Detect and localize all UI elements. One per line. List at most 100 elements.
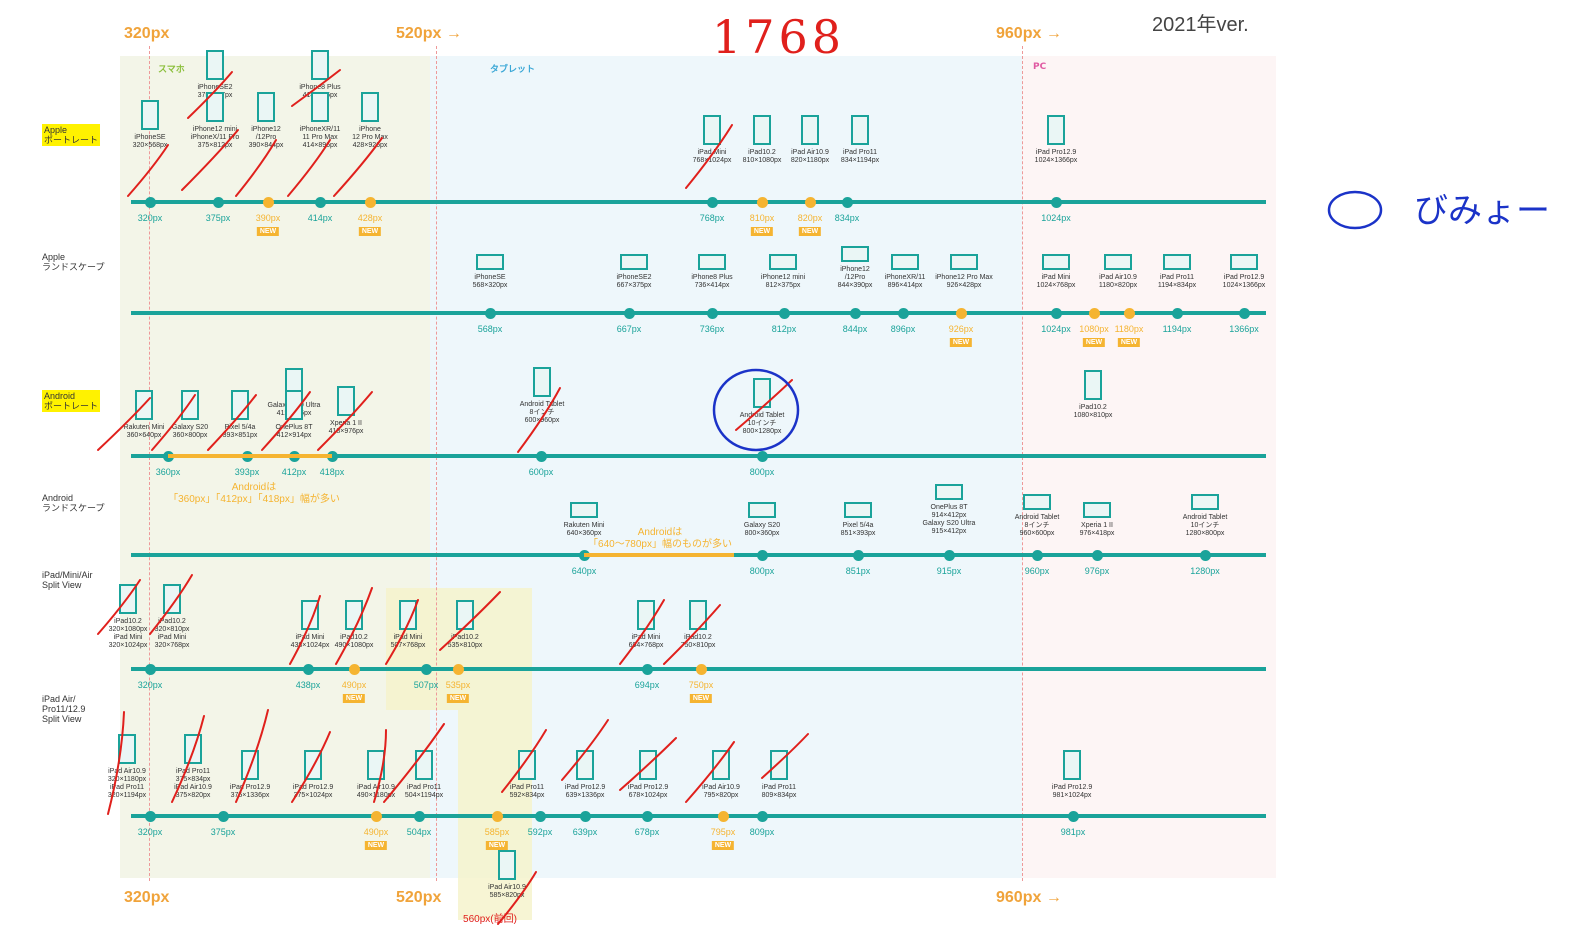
row-label-4: iPad/Mini/Air Split View — [42, 570, 93, 590]
device-name: iPad Pro11 1194×834px — [1157, 274, 1197, 289]
device-name: iPhoneXR/11 11 Pro Max 414×896px — [299, 126, 341, 149]
device-icon — [533, 367, 551, 397]
device-name: iPad Air10.9 795×820px — [702, 784, 740, 799]
device-icon — [498, 850, 516, 880]
device-name: iPhone12 /12Pro 844×390px — [837, 266, 873, 289]
tick-label: 393px — [234, 467, 260, 477]
device-icon — [844, 502, 872, 518]
device-name: iPad Pro11 375×834px iPad Air10.9 375×82… — [174, 768, 212, 799]
breakpoint-line-520 — [436, 46, 437, 881]
tick-dot — [1067, 810, 1079, 822]
device-icon — [703, 115, 721, 145]
tick-dot — [1050, 196, 1062, 208]
bottom-label-960: 960px → — [996, 889, 1062, 906]
red-strike-annotation — [171, 715, 205, 803]
breakpoint-line-960 — [1022, 46, 1023, 881]
tick-dot — [144, 196, 156, 208]
red-strike-annotation — [187, 71, 233, 119]
device-name: iPad Pro12.9 678×1024px — [627, 784, 669, 799]
tick-dot — [695, 663, 707, 675]
row-range-highlight — [584, 553, 734, 557]
new-badge: NEW — [342, 694, 366, 703]
row-label-5: iPad Air/ Pro11/12.9 Split View — [42, 694, 86, 724]
top-label-960: 960px → — [996, 25, 1062, 42]
device-icon — [698, 254, 726, 270]
tick-label: 600px — [528, 467, 554, 477]
tick-dot — [756, 450, 768, 462]
row-axis-1 — [131, 311, 1266, 315]
tick-label: 820px — [797, 213, 823, 223]
tick-dot — [217, 810, 229, 822]
device-icon — [769, 254, 797, 270]
device-name: iPad Air10.9 320×1180px iPad Pro11 320×1… — [107, 768, 147, 799]
red-strike-annotation — [151, 394, 196, 451]
tick-dot — [534, 810, 546, 822]
red-strike-annotation — [383, 723, 445, 803]
tick-label: 414px — [307, 213, 333, 223]
device-name: iPad Pro12.9 639×1336px — [564, 784, 606, 799]
tick-label: 320px — [137, 827, 163, 837]
tick-label: 1366px — [1229, 324, 1259, 334]
tick-label: 1180px — [1114, 324, 1144, 334]
device-name: Rakuten Mini 360×640px — [123, 424, 165, 439]
device-icon — [311, 50, 329, 80]
device-icon — [748, 502, 776, 518]
tick-label: 320px — [137, 213, 163, 223]
tick-label: 1080px — [1079, 324, 1109, 334]
tick-label: 851px — [845, 566, 871, 576]
handwritten-number: 1768 — [712, 10, 846, 64]
device-icon — [570, 502, 598, 518]
device-icon — [1083, 502, 1111, 518]
device-name: iPhoneSE2 667×375px — [616, 274, 652, 289]
tick-dot — [314, 196, 326, 208]
tick-label: 736px — [699, 324, 725, 334]
tick-dot — [717, 810, 729, 822]
device-name: Android Tablet 8インチ 960×600px — [1014, 514, 1060, 537]
tick-dot — [1123, 307, 1135, 319]
red-strike-annotation — [735, 379, 793, 431]
new-badge: NEW — [689, 694, 713, 703]
blue-circle-annotation — [712, 368, 800, 452]
red-strike-annotation — [663, 604, 721, 665]
device-name: OnePlus 8T 914×412px Galaxy S20 Ultra 91… — [922, 504, 976, 535]
device-icon — [1063, 750, 1081, 780]
red-strike-annotation — [761, 733, 809, 779]
device-icon — [337, 386, 355, 416]
device-icon — [935, 484, 963, 500]
device-icon — [399, 600, 417, 630]
device-icon — [206, 50, 224, 80]
device-icon — [141, 100, 159, 130]
tick-dot — [623, 307, 635, 319]
tick-dot — [302, 663, 314, 675]
tick-dot — [1238, 307, 1250, 319]
row-axis-5 — [131, 814, 1266, 818]
red-strike-annotation — [107, 711, 125, 815]
tick-label: 639px — [572, 827, 598, 837]
tick-dot — [579, 810, 591, 822]
device-name: iPhoneSE 568×320px — [472, 274, 508, 289]
red-strike-annotation — [385, 599, 419, 665]
row-label-1: Apple ランドスケープ — [42, 252, 105, 272]
tick-label: 535px — [445, 680, 471, 690]
device-name: iPad10.2 535×810px — [447, 634, 483, 649]
device-name: iPhone8 Plus 736×414px — [691, 274, 733, 289]
bottom-label-520: 520px — [396, 889, 442, 906]
footnote: 560px(前回) — [463, 914, 517, 925]
new-badge: NEW — [1117, 338, 1141, 347]
device-name: iPad Pro12.9 375×1024px — [292, 784, 334, 799]
tick-label: 390px — [255, 213, 281, 223]
row-note: Androidは 「640〜780px」幅のものが多い — [588, 527, 732, 550]
tick-dot — [852, 549, 864, 561]
tick-label: 504px — [406, 827, 432, 837]
device-icon — [950, 254, 978, 270]
tick-label: 896px — [890, 324, 916, 334]
tick-label: 694px — [634, 680, 660, 690]
red-strike-annotation — [497, 871, 537, 925]
bottom-label-320: 320px — [124, 889, 170, 906]
tick-dot — [1031, 549, 1043, 561]
device-name: iPad10.2 1080×810px — [1073, 404, 1113, 419]
device-icon — [311, 92, 329, 122]
row-label-3: Android ランドスケープ — [42, 493, 105, 513]
red-strike-annotation — [333, 137, 383, 197]
